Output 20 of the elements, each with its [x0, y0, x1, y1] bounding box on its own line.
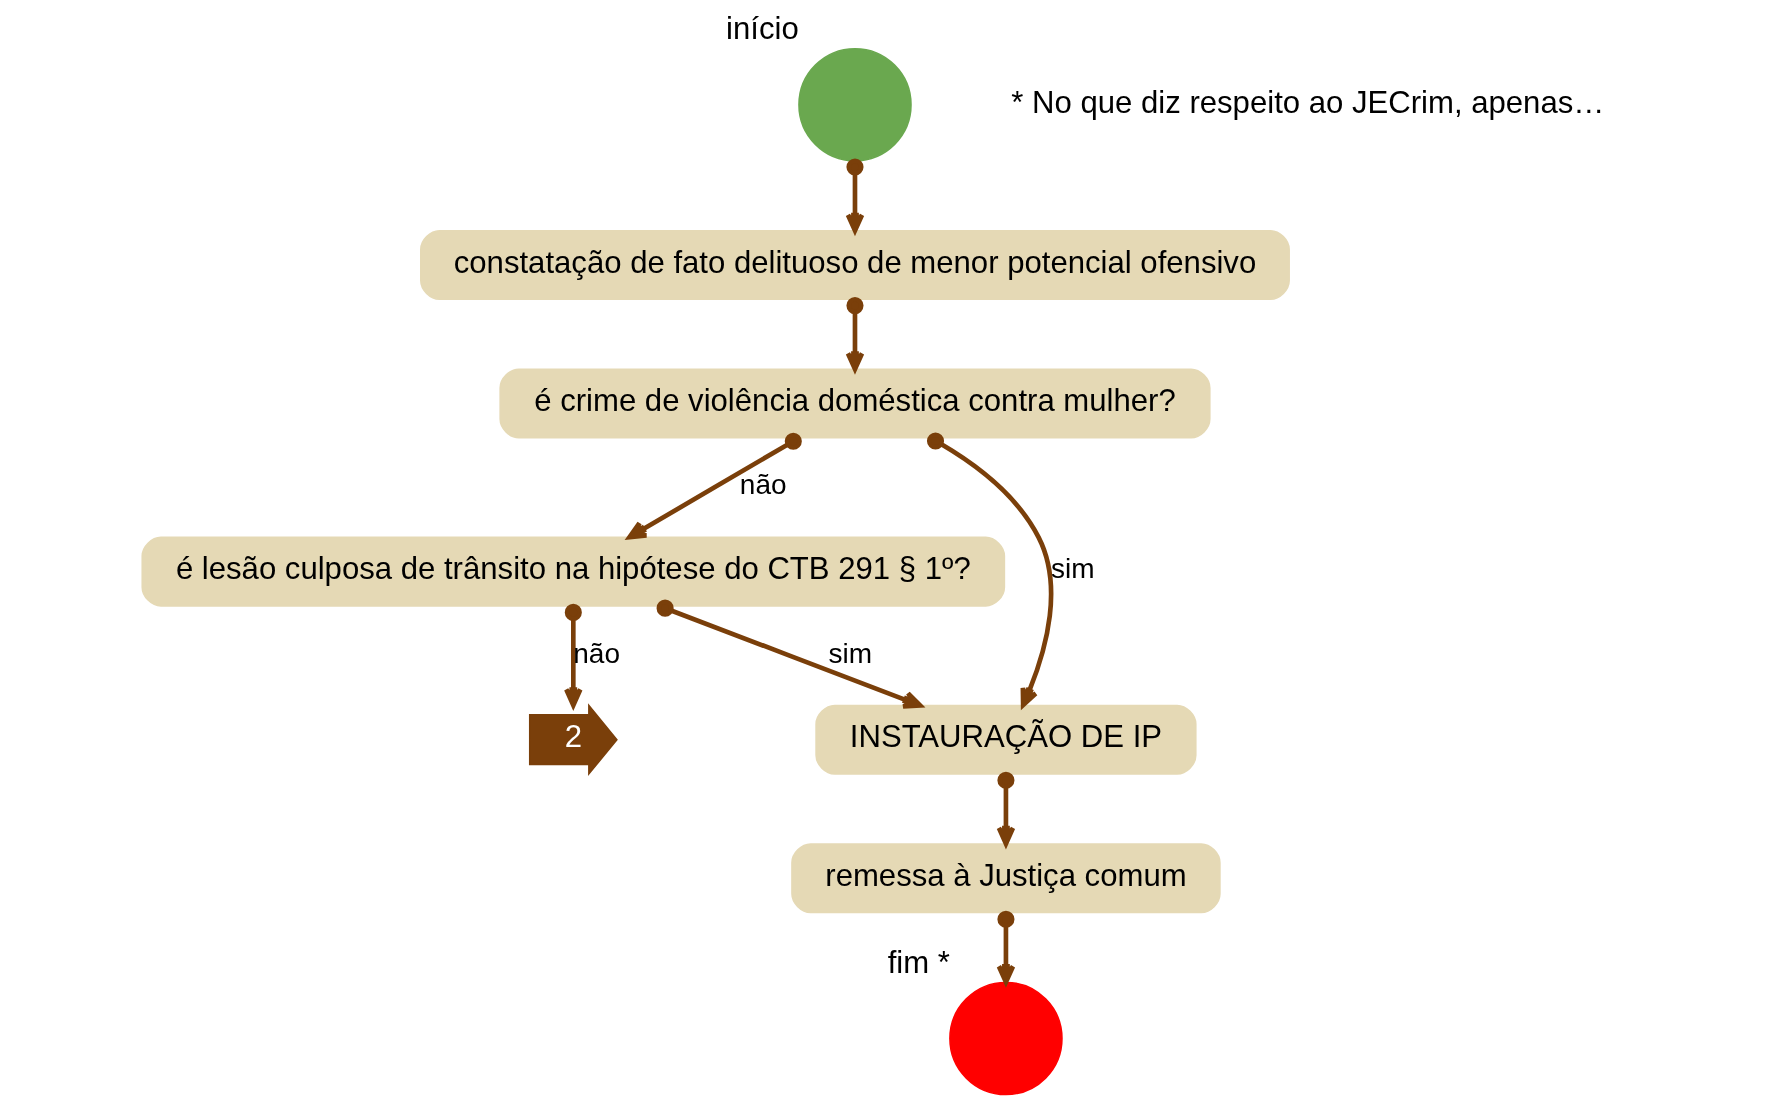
arrow [996, 771, 1015, 847]
edge-label: sim [1050, 553, 1095, 585]
node-box: é crime de violência doméstica contra mulher? [498, 368, 1211, 439]
node-label: fim * [887, 945, 950, 981]
arrow [926, 432, 1053, 708]
node-box: constatação de fato delituoso de menor potencial ofensivo [419, 230, 1290, 301]
arrow [845, 297, 864, 372]
node-circle [948, 981, 1063, 1096]
node-box: remessa à Justiça comum [790, 843, 1221, 914]
node-box: INSTAURAÇÃO DE IP [814, 704, 1197, 775]
arrow [996, 910, 1015, 985]
edge-label: sim [828, 637, 872, 669]
node-circle [797, 47, 912, 162]
arrow [626, 432, 802, 540]
node-label: início [725, 11, 799, 47]
arrow [563, 603, 583, 708]
arrow [845, 158, 864, 233]
label: * No que diz respeito ao JECrim, apenas… [1010, 84, 1604, 120]
node-box: é lesão culposa de trânsito na hipótese do CTB 291 § 1º? [140, 536, 1005, 607]
edge-label: não [739, 469, 787, 501]
